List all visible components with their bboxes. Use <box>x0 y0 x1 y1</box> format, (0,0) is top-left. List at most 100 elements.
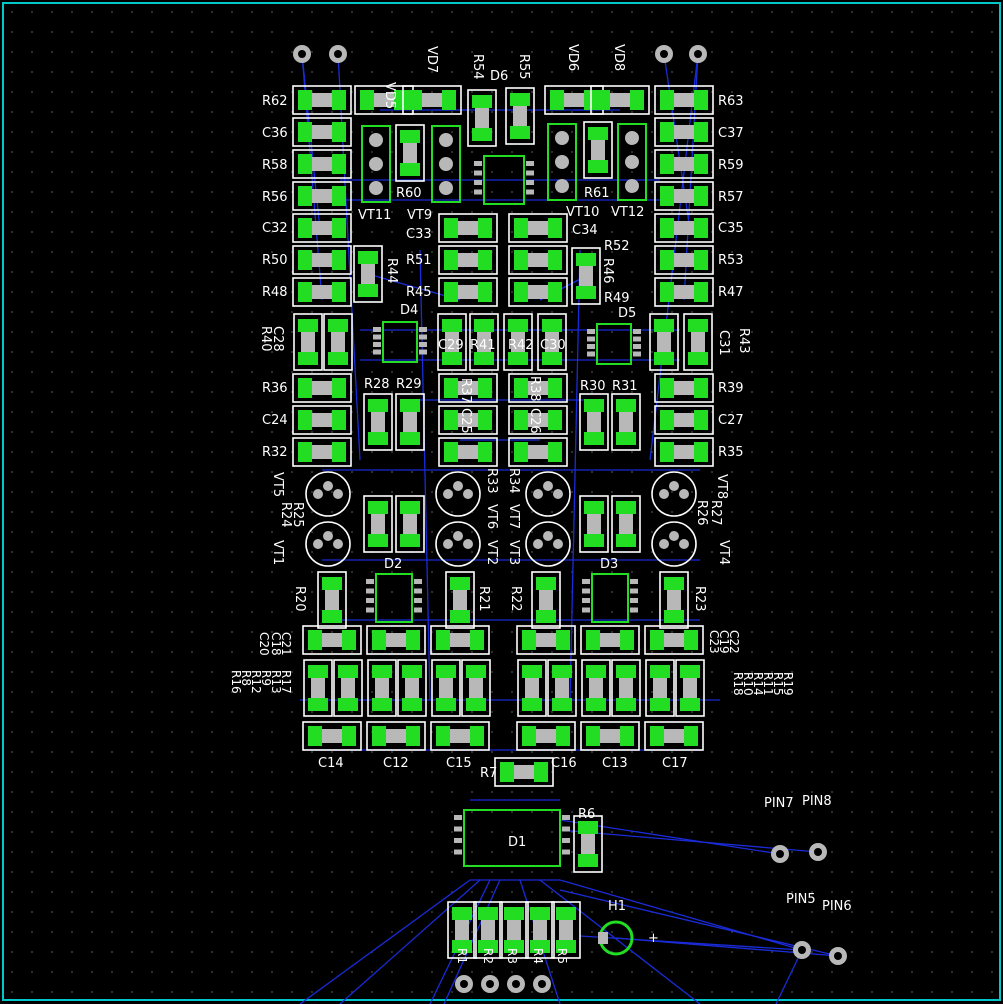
smd-v-13-pad-b <box>688 352 708 365</box>
smd-v-25-body <box>667 590 681 610</box>
to92-3 <box>651 471 697 517</box>
smd-left-8 <box>292 405 352 435</box>
smd-v-40-pad-b <box>504 940 524 953</box>
pin-4-hole <box>776 850 784 858</box>
ic-d6-pin-l2 <box>474 180 482 185</box>
label-c21: C21 <box>279 632 293 656</box>
smd-left-6-outline <box>292 277 352 307</box>
smd-left-8-pad-a <box>298 410 312 430</box>
ic-d4-pin-l3 <box>373 349 381 355</box>
smd-v-33-body <box>555 678 569 698</box>
smd-cr2-0-pad-a <box>514 378 528 398</box>
ic-d5-pin-l0 <box>587 329 595 334</box>
smd-cr-0-body <box>528 221 548 235</box>
pin-5-hole <box>814 848 822 856</box>
label-c31: C31 <box>716 330 731 356</box>
smd-cl2-0-pad-a <box>444 378 458 398</box>
smd-cr-0-pad-b <box>548 218 562 238</box>
smd-h-6-pad-a <box>308 726 322 746</box>
smd-v-10-pad-b <box>508 352 528 365</box>
smd-left-8-pad-b <box>332 410 346 430</box>
smd-v-6-pad-b <box>298 352 318 365</box>
label-c37: C37 <box>718 126 744 141</box>
smd-right-7-body <box>674 381 694 395</box>
smd-right-0 <box>654 85 714 115</box>
smd-h-0-outline <box>302 625 362 655</box>
smd-right-8 <box>654 405 714 435</box>
smd-cl2-1 <box>438 405 498 435</box>
ic-d1 <box>454 809 570 867</box>
tht-vt12-lead0 <box>625 131 639 145</box>
smd-r6-pad-a <box>578 821 598 834</box>
smd-v-39-pad-b <box>478 940 498 953</box>
smd-v-0-pad-b <box>472 128 492 141</box>
smd-v-2-body <box>403 143 417 163</box>
smd-left-7-body <box>312 381 332 395</box>
smd-v-17 <box>611 393 641 451</box>
smd-v-13-body <box>691 332 705 352</box>
label-r19: R19 <box>781 672 795 696</box>
smd-right-9 <box>654 437 714 467</box>
smd-v-29-outline <box>397 659 427 717</box>
to92-7-lead0 <box>659 539 669 549</box>
smd-v-37-pad-b <box>680 698 700 711</box>
ic-d5-pin-r0 <box>633 329 641 334</box>
smd-cl-0-outline <box>438 213 498 243</box>
smd-h-10-pad-a <box>586 726 600 746</box>
smd-right-7-pad-b <box>694 378 708 398</box>
smd-left-9-body <box>312 445 332 459</box>
smd-v-39 <box>473 901 503 959</box>
label-r17: R17 <box>279 670 293 694</box>
smd-v-18-pad-a <box>368 501 388 514</box>
smd-v-15-pad-a <box>400 399 420 412</box>
smd-v-27 <box>333 659 363 717</box>
trace-33 <box>419 249 431 701</box>
smd-v-30-body <box>439 678 453 698</box>
smd-right-9-body <box>674 445 694 459</box>
smd-v-15-body <box>403 412 417 432</box>
ic-d1-pin-l0 <box>454 815 462 820</box>
ic-d1-pin-r2 <box>562 838 570 843</box>
smd-v-9-outline <box>469 313 499 371</box>
smd-v-40 <box>499 901 529 959</box>
tht-vt9-lead0 <box>439 133 453 147</box>
smd-cr2-0 <box>508 373 568 403</box>
to92-1-outline <box>435 471 481 517</box>
smd-cr-2-outline <box>508 277 568 307</box>
label-vt1: VT1 <box>270 540 285 565</box>
smd-v-3 <box>583 121 613 179</box>
diode-2-body <box>564 93 584 107</box>
ic-d3-pin-l0 <box>582 579 590 584</box>
smd-h-8-body <box>450 729 470 743</box>
smd-v-14-body <box>371 412 385 432</box>
label-c22: C22 <box>727 630 741 654</box>
smd-v-36 <box>645 659 675 717</box>
smd-h-7 <box>366 721 426 751</box>
smd-v-19-pad-b <box>400 534 420 547</box>
smd-right-4-outline <box>654 213 714 243</box>
label-r29: R29 <box>396 377 422 392</box>
smd-v-36-outline <box>645 659 675 717</box>
to92-6-lead1 <box>543 531 553 541</box>
smd-v-8-body <box>445 332 459 352</box>
to92-4 <box>305 521 351 567</box>
label-r63: R63 <box>718 94 744 109</box>
smd-cr-0-outline <box>508 213 568 243</box>
ic-d1-body <box>463 809 561 867</box>
smd-v-21-outline <box>611 495 641 553</box>
ic-d3-pin-r2 <box>630 598 638 603</box>
label-r14: R14 <box>751 672 765 696</box>
ic-d2-pin-r0 <box>414 579 422 584</box>
ic-d4-pin-l2 <box>373 342 381 347</box>
smd-h-7-outline <box>366 721 426 751</box>
smd-v-12-pad-b <box>654 352 674 365</box>
label-vt5: VT5 <box>270 472 285 497</box>
label-r50: R50 <box>262 253 288 268</box>
label-r46: R46 <box>600 258 615 284</box>
smd-cl-1-pad-b <box>478 250 492 270</box>
smd-h-2 <box>430 625 490 655</box>
smd-v-29 <box>397 659 427 717</box>
smd-v-38 <box>447 901 477 959</box>
smd-h-0-pad-b <box>342 630 356 650</box>
ic-d1-pin-r1 <box>562 826 570 832</box>
